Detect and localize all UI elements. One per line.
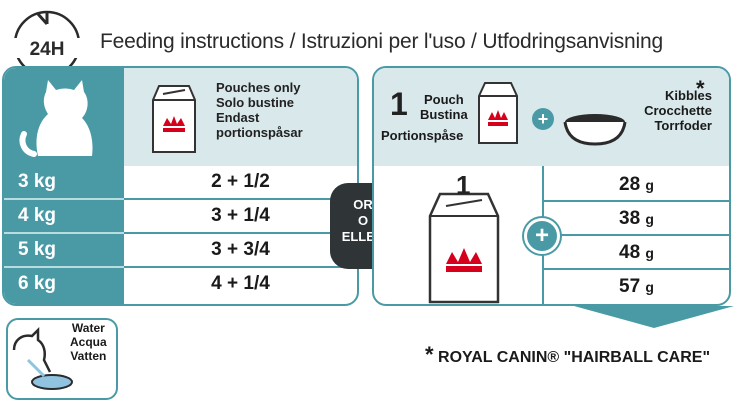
- weight-cell: 4 kg: [4, 200, 124, 232]
- weight-cell: 3 kg: [4, 166, 124, 198]
- row-divider: [124, 232, 357, 234]
- footnote: * ROYAL CANIN® "HAIRBALL CARE": [425, 342, 711, 367]
- mixed-pouch-count: 1: [456, 170, 471, 200]
- water-box: [6, 318, 118, 400]
- pouch-amount-cell: 3 + 1/4: [211, 205, 270, 226]
- weight-cell: 5 kg: [4, 234, 124, 266]
- pouch-only-label: Pouches only Solo bustine Endast portion…: [216, 80, 303, 140]
- water-label: Water Acqua Vatten: [70, 321, 107, 363]
- weight-cell: 6 kg: [4, 268, 124, 304]
- row-divider: [4, 232, 124, 234]
- kibble-bowl-icon: [560, 112, 630, 153]
- crown-logo-icon: [446, 248, 482, 264]
- kibbles-amount-cell: 48 g: [619, 242, 654, 263]
- pouch-icon: [149, 82, 199, 161]
- pouch-amount-cell: 4 + 1/4: [211, 273, 270, 294]
- row-divider: [544, 200, 729, 202]
- row-divider: [544, 268, 729, 270]
- kibbles-amount-cell: 28 g: [619, 174, 654, 195]
- plus-icon: +: [532, 108, 554, 130]
- pouch-plus-kibbles-table: 28 g 38 g 48 g 57 g: [372, 66, 731, 306]
- row-divider: [544, 234, 729, 236]
- row-divider: [4, 198, 124, 200]
- crown-logo-icon: [488, 110, 508, 120]
- crown-logo-icon: [163, 116, 185, 126]
- time-badge-text: 24H: [30, 39, 65, 60]
- kibbles-amount-cell: 57 g: [619, 276, 654, 297]
- row-divider: [124, 266, 357, 268]
- pouch-amount-cell: 3 + 3/4: [211, 239, 270, 260]
- row-divider: [124, 198, 357, 200]
- pouches-only-table: Pouches only Solo bustine Endast portion…: [2, 66, 359, 306]
- cat-silhouette-cell: [4, 68, 124, 166]
- pouch-count: 1: [390, 86, 408, 122]
- portion-label: Portionspåse: [381, 128, 464, 143]
- cat-icon: [19, 80, 93, 157]
- plus-icon-large: +: [524, 218, 560, 254]
- asterisk-marker: *: [696, 76, 705, 101]
- pouch-label: Pouch Bustina: [420, 92, 468, 122]
- kibbles-amount-cell: 38 g: [619, 208, 654, 229]
- kibbles-label: Kibbles Crocchette Torrfoder: [644, 88, 712, 133]
- pouch-amount-cell: 2 + 1/2: [211, 171, 270, 192]
- cat-drinking-icon: [12, 326, 73, 390]
- page-title: Feeding instructions / Istruzioni per l'…: [100, 30, 663, 53]
- pouch-icon: [476, 80, 520, 151]
- arrow-down-icon: [574, 306, 734, 328]
- pouch-icon-large: [426, 190, 502, 304]
- row-divider: [4, 266, 124, 268]
